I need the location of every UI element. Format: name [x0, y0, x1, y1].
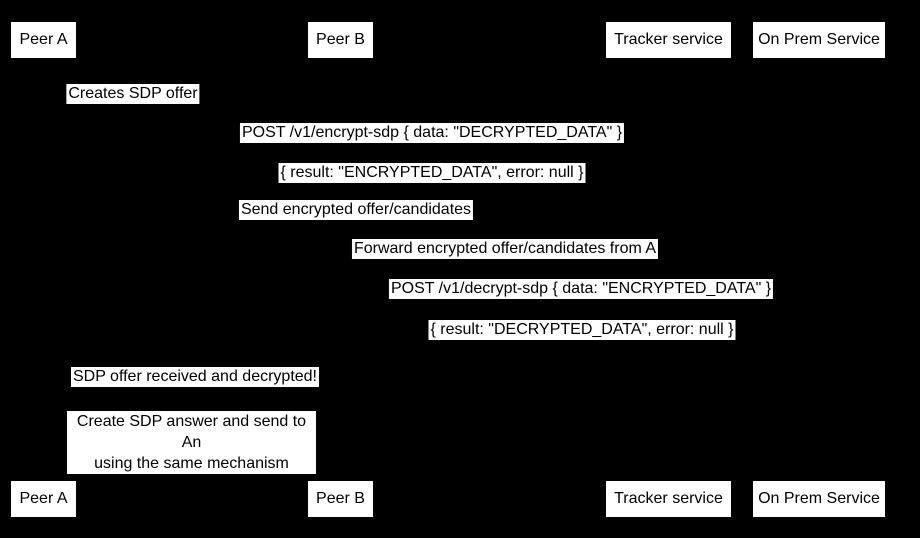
actor-tracker-service-bottom: Tracker service: [606, 481, 731, 517]
msg-post-encrypt-sdp: POST /v1/encrypt-sdp { data: "DECRYPTED_…: [239, 123, 625, 143]
msg-post-decrypt-sdp: POST /v1/decrypt-sdp { data: "ENCRYPTED_…: [388, 279, 774, 299]
lifeline-peer-b: [340, 58, 341, 481]
actor-on-prem-service-bottom: On Prem Service: [753, 481, 885, 517]
actor-peer-b-top: Peer B: [308, 22, 373, 58]
actor-tracker-service-top: Tracker service: [606, 22, 731, 58]
actor-on-prem-service-top: On Prem Service: [753, 22, 885, 58]
lifeline-tracker-service: [668, 58, 669, 481]
msg-forward-encrypted-offer: Forward encrypted offer/candidates from …: [351, 239, 659, 259]
note-line-2: using the same mechanism: [94, 455, 289, 472]
lifeline-on-prem-service: [820, 58, 821, 481]
msg-sdp-offer-received: SDP offer received and decrypted!: [71, 367, 319, 387]
lifeline-peer-a: [43, 58, 44, 481]
actor-peer-a-top: Peer A: [11, 22, 76, 58]
note-create-sdp-answer: Create SDP answer and send to An using t…: [67, 411, 316, 474]
actor-peer-a-bottom: Peer A: [11, 481, 76, 517]
msg-creates-sdp-offer: Creates SDP offer: [66, 84, 200, 104]
msg-send-encrypted-offer: Send encrypted offer/candidates: [238, 200, 474, 220]
actor-peer-b-bottom: Peer B: [308, 481, 373, 517]
msg-result-encrypted-data: { result: "ENCRYPTED_DATA", error: null …: [278, 163, 586, 183]
msg-result-decrypted-data: { result: "DECRYPTED_DATA", error: null …: [428, 320, 736, 340]
note-line-1: Create SDP answer and send to An: [76, 413, 307, 451]
